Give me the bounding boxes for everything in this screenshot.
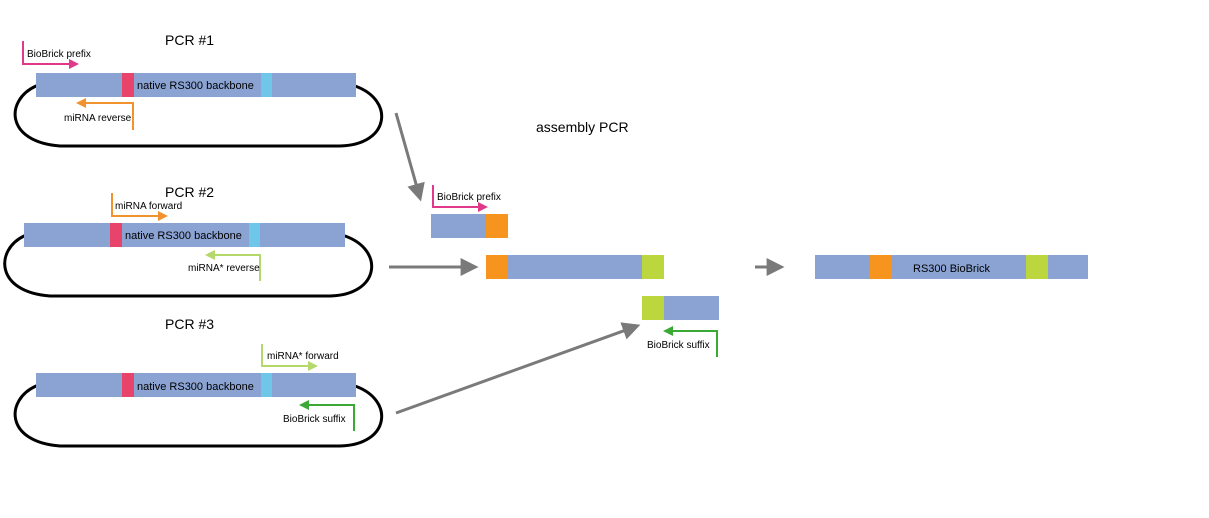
pcr2-mirna-forward-arrow <box>111 193 168 221</box>
assembly-middle-left-overlap <box>486 255 508 279</box>
pcr1-prefix-label: BioBrick prefix <box>27 49 91 60</box>
pcr3-title: PCR #3 <box>165 316 214 332</box>
assembly-suffix-overlap <box>642 296 664 320</box>
pcr3-group: PCR #3 native RS300 backbone miRNA* forw… <box>13 316 384 448</box>
pcr2-plasmid-loop <box>3 234 374 298</box>
pcr3-backbone-label: native RS300 backbone <box>137 381 254 393</box>
pcr3-suffix-arrow <box>299 400 355 431</box>
result-suffix-block <box>1026 255 1048 279</box>
pcr1-mirna-reverse-label: miRNA reverse <box>64 113 132 124</box>
assembly-middle-fragment <box>508 255 642 279</box>
pcr3-suffix-label: BioBrick suffix <box>283 414 346 425</box>
pcr2-mirna-star-reverse-label: miRNA* reverse <box>188 263 260 274</box>
pcr2-mirna-star-reverse-arrow <box>205 250 261 281</box>
pcr3-mirna-star-site <box>261 373 272 397</box>
pcr1-backbone-label: native RS300 backbone <box>137 80 254 92</box>
pcr1-prefix-primer-arrow <box>22 41 79 69</box>
pcr1-title: PCR #1 <box>165 32 214 48</box>
result-label: RS300 BioBrick <box>913 263 991 275</box>
assembly-prefix-arrow <box>432 185 488 212</box>
assembly-prefix-label: BioBrick prefix <box>437 192 501 203</box>
assembly-suffix-fragment <box>664 296 719 320</box>
assembly-middle-right-overlap <box>642 255 664 279</box>
flow-arrow-pcr1 <box>394 112 425 202</box>
pcr2-backbone-label: native RS300 backbone <box>125 230 242 242</box>
assembly-prefix-overlap <box>486 214 508 238</box>
pcr2-group: PCR #2 native RS300 backbone miRNA forwa… <box>3 184 374 298</box>
pcr1-plasmid-loop <box>13 84 384 148</box>
pcr3-mirna-star-forward-arrow <box>261 344 318 371</box>
pcr2-mirna-forward-label: miRNA forward <box>115 201 182 212</box>
assembly-suffix-arrow <box>663 326 718 357</box>
assembly-title: assembly PCR <box>536 119 629 135</box>
assembly-group: assembly PCR BioBrick prefix BioBrick su… <box>431 119 719 357</box>
pcr3-plasmid-loop <box>13 384 384 448</box>
pcr2-backbone <box>24 223 345 247</box>
pcr3-backbone <box>36 373 356 397</box>
pcr2-title: PCR #2 <box>165 184 214 200</box>
result-prefix-block <box>870 255 892 279</box>
pcr3-mirna-site <box>122 373 134 397</box>
assembly-prefix-fragment <box>431 214 486 238</box>
flow-arrow-pcr3 <box>395 322 641 415</box>
pcr1-group: PCR #1 native RS300 backbone BioBrick pr… <box>13 32 384 148</box>
pcr1-mirna-star-site <box>261 73 272 97</box>
pcr2-mirna-star-site <box>249 223 260 247</box>
result-group: RS300 BioBrick <box>815 255 1088 279</box>
pcr1-mirna-reverse-arrow <box>76 98 134 130</box>
pcr3-mirna-star-forward-label: miRNA* forward <box>267 351 339 362</box>
pcr1-mirna-site <box>122 73 134 97</box>
assembly-suffix-label: BioBrick suffix <box>647 340 710 351</box>
pcr2-mirna-site <box>110 223 122 247</box>
pcr1-backbone <box>36 73 356 97</box>
